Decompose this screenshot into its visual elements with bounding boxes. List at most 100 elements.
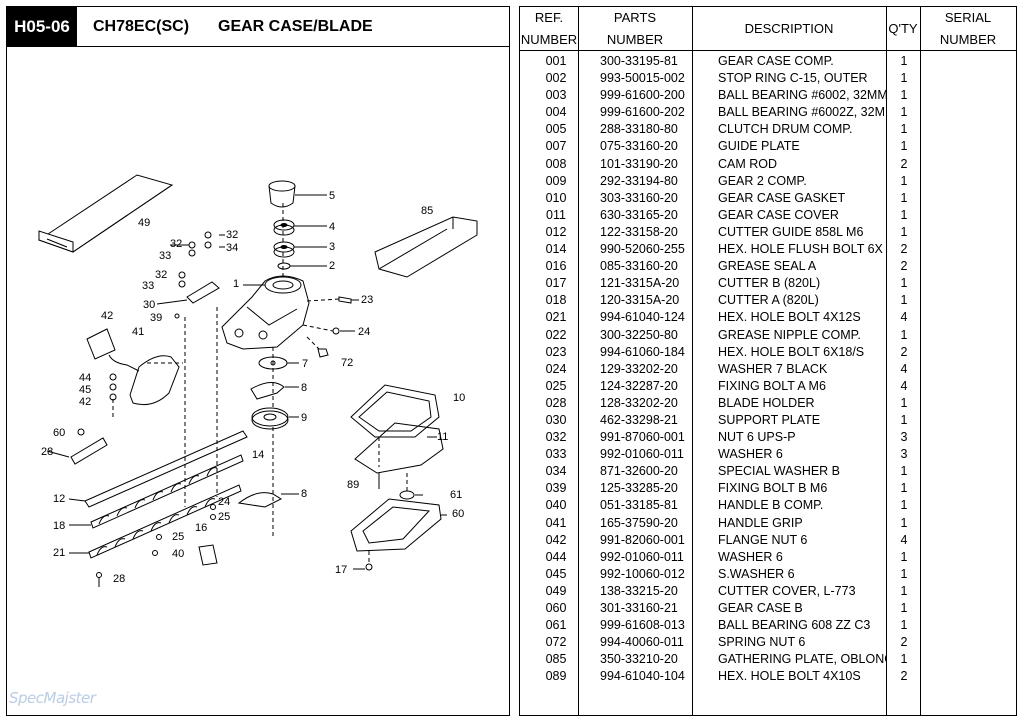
quantity-cell: 3 — [900, 430, 908, 445]
parts-number-cell: 994-40060-011 — [600, 635, 684, 650]
parts-number-cell: 871-32600-20 — [600, 464, 678, 479]
quantity-cell: 2 — [900, 344, 908, 359]
exploded-parts-diagram: 49 5 4 3 2 1 85 32 34 32 33 32 33 30 39 … — [37, 174, 478, 587]
quantity-cell: 2 — [900, 259, 908, 274]
ref-number-cell: 010 — [545, 190, 567, 205]
callout: 1 — [233, 278, 239, 290]
callout: 12 — [53, 493, 65, 505]
parts-number-cell: 992-01060-011 — [600, 549, 684, 564]
description-cell: CLUTCH DRUM COMP. — [718, 122, 853, 137]
callout: 25 — [218, 511, 230, 523]
handle-drawing — [86, 328, 180, 406]
clutch-drum-drawing — [268, 180, 327, 208]
parts-number-cell: 300-32250-80 — [600, 327, 678, 342]
quantity-cell: 1 — [900, 652, 908, 667]
ref-number-cell: 040 — [545, 498, 567, 513]
ref-number-cell: 003 — [545, 88, 567, 103]
cutter-cover-drawing — [37, 174, 174, 253]
description-cell: GEAR CASE COVER — [718, 207, 839, 222]
column-divider — [886, 7, 887, 715]
parts-number-cell: 992-01060-011 — [600, 447, 684, 462]
ref-number-cell: 049 — [545, 583, 567, 598]
callout: 8 — [301, 382, 307, 394]
description-cell: HEX. HOLE BOLT 6X18/S — [718, 344, 865, 359]
description-cell: GEAR CASE B — [718, 601, 803, 615]
parts-number-cell: 350-33210-20 — [600, 652, 678, 667]
callout: 33 — [159, 250, 171, 262]
table-header: REF. NUMBER PARTS NUMBER DESCRIPTION Q'T… — [520, 7, 1016, 51]
parts-number-cell: 992-10060-012 — [600, 566, 685, 581]
description-cell: CAM ROD — [718, 156, 778, 171]
column-divider — [578, 7, 579, 715]
ref-number-cell: 023 — [545, 344, 567, 359]
ref-number-cell: 042 — [545, 532, 567, 547]
description-cell: BALL BEARING #6002Z, 32MM — [718, 105, 886, 120]
ref-number-cell: 002 — [545, 71, 567, 86]
quantity-cell: 1 — [900, 54, 908, 68]
callout: 24 — [218, 496, 230, 508]
column-divider — [920, 7, 921, 715]
quantity-cell: 1 — [900, 498, 908, 513]
quantity-cell: 1 — [900, 327, 908, 342]
description-cell: HEX. HOLE FLUSH BOLT 6X — [718, 242, 883, 257]
callout: 8 — [301, 488, 307, 500]
ref-number-cell: 005 — [545, 122, 567, 137]
header-ref-number: REF. NUMBER — [520, 10, 578, 47]
callout: 42 — [79, 396, 91, 408]
ref-number-cell: 018 — [545, 293, 567, 308]
header-parts-number: PARTS NUMBER — [606, 10, 664, 47]
header-description: DESCRIPTION — [744, 21, 834, 36]
parts-number-cell: 991-87060-001 — [600, 430, 685, 445]
ref-number-cell: 028 — [545, 395, 567, 410]
parts-number-cell: 999-61608-013 — [600, 618, 685, 633]
page-header: H05-06 CH78EC(SC) GEAR CASE/BLADE — [7, 7, 509, 47]
parts-number-cell: 051-33185-81 — [600, 498, 678, 513]
quantity-cell: 1 — [900, 549, 908, 564]
gathering-plate-drawing — [374, 216, 478, 278]
ref-number-cell: 021 — [545, 310, 567, 325]
description-cell: HANDLE B COMP. — [718, 498, 824, 513]
callout: 14 — [252, 449, 264, 461]
callout: 7 — [302, 358, 308, 370]
gear-case-gasket-drawing — [350, 384, 440, 438]
callout: 49 — [138, 217, 150, 229]
callout: 39 — [150, 312, 162, 324]
ref-number-cell: 030 — [545, 412, 567, 427]
quantity-cell: 1 — [900, 481, 908, 496]
quantity-cell: 1 — [900, 618, 908, 633]
description-cell: BALL BEARING #6002, 32MM — [718, 88, 886, 103]
page-title: GEAR CASE/BLADE — [218, 18, 373, 35]
callout: 24 — [358, 326, 370, 338]
ref-number-cell: 014 — [545, 242, 567, 257]
parts-number-cell: 121-3315A-20 — [600, 276, 680, 291]
callout: 25 — [172, 531, 184, 543]
parts-number-cell: 165-37590-20 — [600, 515, 678, 530]
quantity-cell: 2 — [900, 669, 908, 684]
callout: 30 — [143, 299, 155, 311]
ref-number-cell: 009 — [545, 173, 567, 188]
quantity-cell: 1 — [900, 583, 908, 598]
callout: 10 — [453, 392, 465, 404]
callout: 18 — [53, 520, 65, 532]
callout: 61 — [450, 489, 462, 501]
parts-number-cell: 128-33202-20 — [600, 395, 678, 410]
ref-number-cell: 033 — [545, 447, 567, 462]
description-cell: SUPPORT PLATE — [718, 412, 821, 427]
description-cell: WASHER 7 BLACK — [718, 361, 828, 376]
watermark-logo: SpecMajster — [9, 689, 96, 707]
